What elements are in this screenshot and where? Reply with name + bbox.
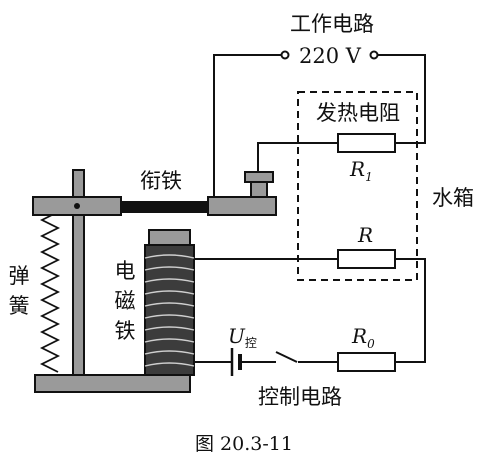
contact-cap xyxy=(244,171,274,183)
resistor-r0 xyxy=(337,352,396,372)
terminal-right xyxy=(369,50,379,60)
coil-windings xyxy=(144,254,195,367)
spring-label-2: 簧 xyxy=(9,294,30,318)
working-circuit-wires xyxy=(213,54,426,210)
r-symbol: R xyxy=(357,223,373,247)
base-plate xyxy=(34,374,191,393)
water-tank-label: 水箱 xyxy=(432,186,474,210)
electromagnet-label-3: 铁 xyxy=(115,319,136,343)
control-circuit-wires xyxy=(190,258,426,363)
wire-r-to-r0 xyxy=(395,258,426,363)
pivot-dot xyxy=(74,203,80,209)
armature-label: 衔铁 xyxy=(140,169,182,193)
wire-r1-to-contact xyxy=(257,142,338,180)
working-circuit-label: 工作电路 xyxy=(290,12,374,36)
electromagnet-label-2: 磁 xyxy=(115,289,136,313)
wire-left-to-terminal xyxy=(213,54,282,210)
heating-resistor-label: 发热电阻 xyxy=(316,101,400,125)
electromagnet-cap xyxy=(148,229,191,246)
contact-plate xyxy=(207,196,277,216)
control-circuit-label: 控制电路 xyxy=(258,385,342,409)
resistor-r1 xyxy=(337,133,396,153)
figure-caption: 图 20.3-11 xyxy=(195,433,293,455)
r1-symbol: R1 xyxy=(349,157,373,184)
water-tank-box xyxy=(297,91,418,281)
r0-symbol: R0 xyxy=(351,324,375,351)
electromagnet-core xyxy=(144,244,195,376)
resistor-r xyxy=(337,249,396,269)
electromagnet-label-1: 电 xyxy=(115,259,136,283)
voltage-label: 220 V xyxy=(299,44,362,68)
spring-label-1: 弹 xyxy=(9,264,30,288)
vertical-post xyxy=(72,169,85,376)
wire-right-to-r1 xyxy=(377,54,426,144)
terminal-left xyxy=(280,50,290,60)
armature-bar xyxy=(121,201,208,213)
switch-blade xyxy=(275,351,298,363)
spring-coil xyxy=(39,211,61,373)
u-control-symbol: U控 xyxy=(228,324,257,350)
